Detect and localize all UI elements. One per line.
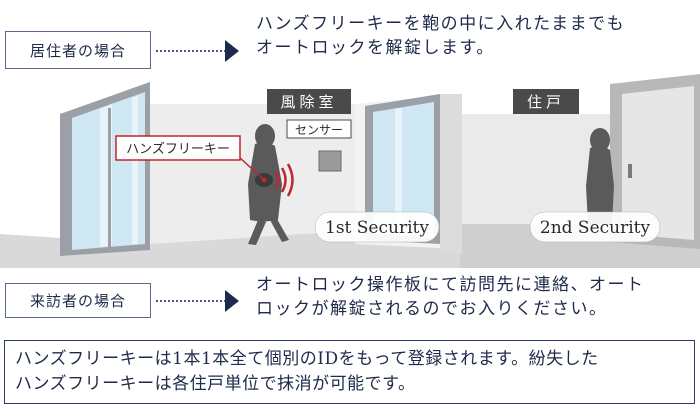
sensor-label: センサー [295,123,343,137]
security-illustration: 風除室 住戸 センサー ハンズフリーキー 1st Security 2nd Se… [0,74,700,268]
visitor-description: オートロック操作板にて訪問先に連絡、オート ロックが解錠されるのでお入りください… [256,275,645,319]
sensor-panel [318,150,342,172]
vestibule-label: 風除室 [280,93,337,111]
resident-arrow-icon [225,40,239,62]
visitor-arrow-icon [225,290,239,312]
signal-waves-icon [274,163,294,197]
visitor-connector [156,300,226,302]
resident-label: 居住者の場合 [5,31,151,69]
notice-box: ハンズフリーキーは1本1本全て個別のIDをもって登録されます。紛失した ハンズフ… [4,340,695,404]
resident-silhouette-2 [586,128,614,224]
resident-description: ハンズフリーキーを鞄の中に入れたままでも オートロックを解錠します。 [256,14,626,58]
first-security-badge: 1st Security [325,218,429,238]
residence-label: 住戸 [527,93,565,111]
handsfree-key-label: ハンズフリーキー [126,141,230,157]
second-security-badge: 2nd Security [540,218,651,238]
visitor-label: 来訪者の場合 [5,283,151,318]
resident-connector [156,50,226,52]
